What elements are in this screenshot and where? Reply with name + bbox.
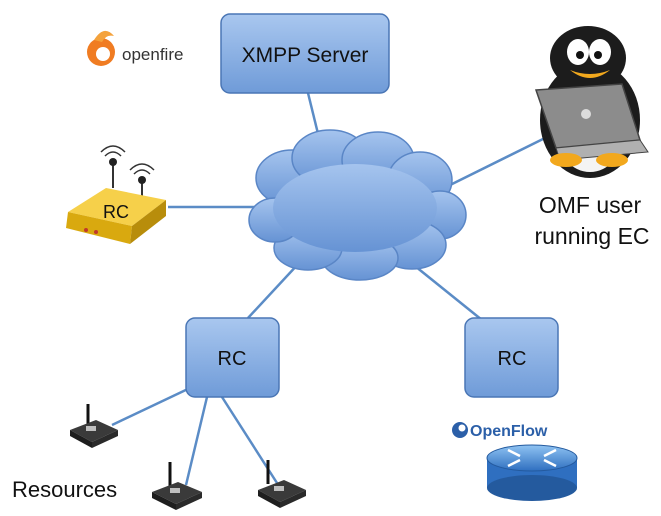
sensor-board-3: [258, 460, 306, 508]
penguin-laptop-icon: [534, 26, 649, 178]
sensor-board-2: [152, 462, 202, 510]
sensor-board-icon: [258, 460, 306, 508]
sensor-board-icon: [70, 404, 118, 448]
rc-router-label: RC: [103, 202, 129, 222]
openfire-logo: openfire: [87, 30, 183, 66]
openflow-logo: OpenFlow: [452, 422, 548, 440]
network-router-icon: [486, 444, 578, 501]
link-rc-resource-1: [111, 386, 191, 427]
wireless-router-icon: [66, 145, 166, 244]
openfire-logo-icon: [87, 30, 115, 66]
link-rc-resource-2: [184, 396, 209, 486]
rc-openflow-node: RC: [464, 317, 559, 398]
link-cloud-rc-center: [247, 261, 301, 319]
sensor-board-icon: [152, 462, 202, 510]
xmpp-server-node: XMPP Server: [220, 13, 390, 94]
openflow-logo-text: OpenFlow: [470, 423, 548, 440]
rc-openflow-label: RC: [498, 348, 527, 370]
omf-user-label-line2: running EC: [534, 223, 649, 249]
sensor-board-1: [70, 404, 118, 448]
rc-center-label: RC: [218, 348, 247, 370]
omf-user-label-line1: OMF user: [539, 192, 642, 218]
xmpp-server-label: XMPP Server: [242, 44, 369, 67]
rc-router-node: RC: [66, 145, 166, 244]
openflow-logo-icon: [452, 422, 468, 438]
rc-center-node: RC: [185, 317, 280, 398]
omf-user-node: OMF user running EC: [534, 26, 650, 249]
openfire-logo-text: openfire: [122, 45, 183, 64]
resources-label: Resources: [12, 477, 117, 502]
link-cloud-omf-user: [439, 136, 546, 192]
